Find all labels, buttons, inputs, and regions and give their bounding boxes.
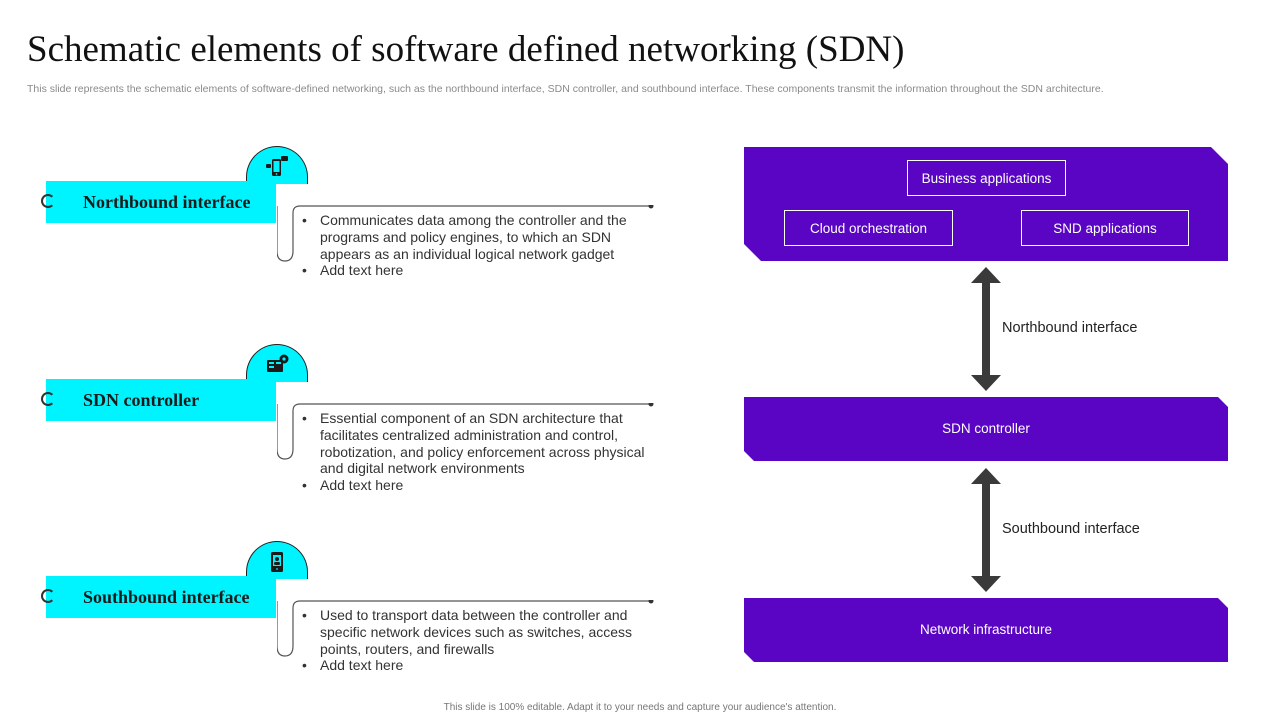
northbound-double-arrow-icon: [971, 267, 1001, 391]
snd-applications-box: SND applications: [1021, 210, 1189, 246]
bullet-item: Used to transport data between the contr…: [302, 607, 647, 657]
southbound-interface-label: Southbound interface: [1002, 521, 1140, 537]
icon-dome: [246, 344, 308, 382]
loading-icon: [41, 589, 55, 603]
northbound-interface-label: Northbound interface: [1002, 320, 1138, 336]
component-description: Communicates data among the controller a…: [302, 212, 647, 279]
bullet-item: Add text here: [302, 262, 647, 279]
component-label: Southbound interface: [83, 587, 250, 607]
component-description: Used to transport data between the contr…: [302, 607, 647, 674]
network-infrastructure-box: Network infrastructure: [744, 598, 1228, 662]
loading-icon: [41, 392, 55, 406]
bullet-item: Add text here: [302, 477, 647, 494]
sdn-controller-label: SDN controller: [942, 421, 1030, 436]
connector-line: [277, 205, 654, 262]
component-row-southbound: Southbound interface Used to transport d…: [0, 541, 700, 681]
page-subtitle: This slide represents the schematic elem…: [27, 83, 1104, 95]
mobile-phone-icon: [266, 156, 288, 176]
label-bar: [46, 576, 276, 618]
southbound-double-arrow-icon: [971, 468, 1001, 592]
bullet-item: Communicates data among the controller a…: [302, 212, 647, 262]
label-bar: [46, 181, 276, 223]
component-row-northbound: Northbound interface Communicates data a…: [0, 146, 700, 286]
device-profile-icon: [271, 552, 283, 572]
component-label: Northbound interface: [83, 192, 251, 212]
sdn-controller-box: SDN controller: [744, 397, 1228, 461]
business-applications-box: Business applications: [907, 160, 1066, 196]
component-label: SDN controller: [83, 390, 200, 410]
connector-line: [277, 403, 654, 460]
bullet-item: Add text here: [302, 657, 647, 674]
icon-dome: [246, 541, 308, 579]
connector-line: [277, 600, 654, 657]
component-description: Essential component of an SDN architectu…: [302, 410, 647, 494]
network-infrastructure-label: Network infrastructure: [919, 622, 1053, 637]
page-title: Schematic elements of software defined n…: [27, 29, 905, 70]
component-row-sdn-controller: SDN controller Essential component of an…: [0, 344, 700, 494]
application-layer-box: Business applications Cloud orchestratio…: [744, 147, 1228, 261]
label-bar: [46, 379, 276, 421]
loading-icon: [41, 194, 55, 208]
server-gear-icon: [267, 354, 289, 372]
footer-note: This slide is 100% editable. Adapt it to…: [443, 702, 837, 713]
cloud-orchestration-box: Cloud orchestration: [784, 210, 953, 246]
icon-dome: [246, 146, 308, 184]
bullet-item: Essential component of an SDN architectu…: [302, 410, 647, 477]
